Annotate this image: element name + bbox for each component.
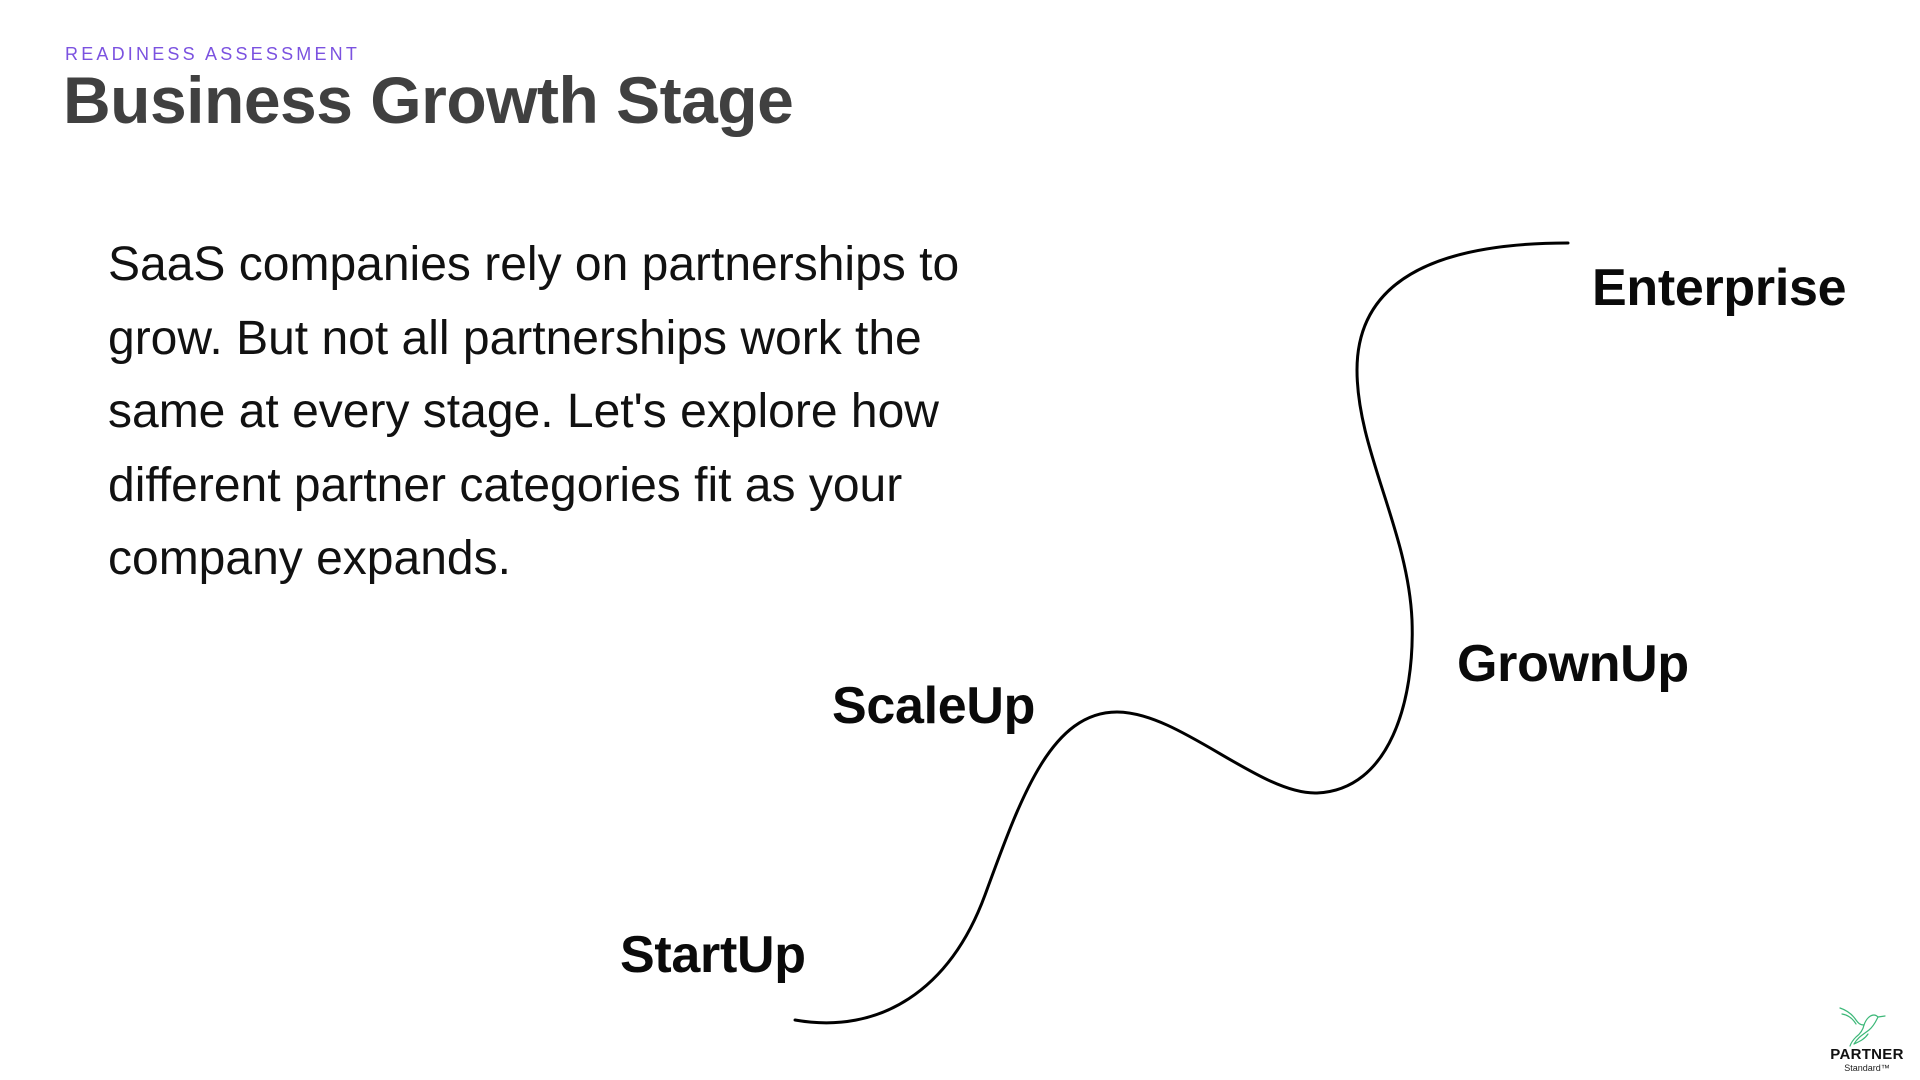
paragraph-line: company expands. <box>108 532 511 585</box>
paragraph-line: grow. But not all partnerships work the <box>108 311 922 365</box>
eyebrow-label: READINESS ASSESSMENT <box>65 44 361 64</box>
stage-label-scaleup: ScaleUp <box>832 677 1036 735</box>
paragraph-line: different partner categories fit as your <box>108 458 903 512</box>
logo-wordmark: PARTNER <box>1830 1046 1904 1063</box>
hummingbird-icon <box>1839 1007 1886 1047</box>
intro-paragraph: SaaS companies rely on partnerships to g… <box>108 228 1108 596</box>
stage-label-enterprise: Enterprise <box>1592 259 1847 317</box>
logo-subtitle: Standard™ <box>1844 1063 1890 1073</box>
stage-label-startup: StartUp <box>620 926 806 984</box>
paragraph-line: SaaS companies rely on partnerships to <box>108 238 960 291</box>
partner-standard-logo: PARTNER Standard™ <box>1818 1000 1914 1076</box>
stage-label-grownup: GrownUp <box>1457 635 1689 693</box>
page-title: Business Growth Stage <box>63 63 794 137</box>
paragraph-line: same at every stage. Let's explore how <box>108 385 939 438</box>
